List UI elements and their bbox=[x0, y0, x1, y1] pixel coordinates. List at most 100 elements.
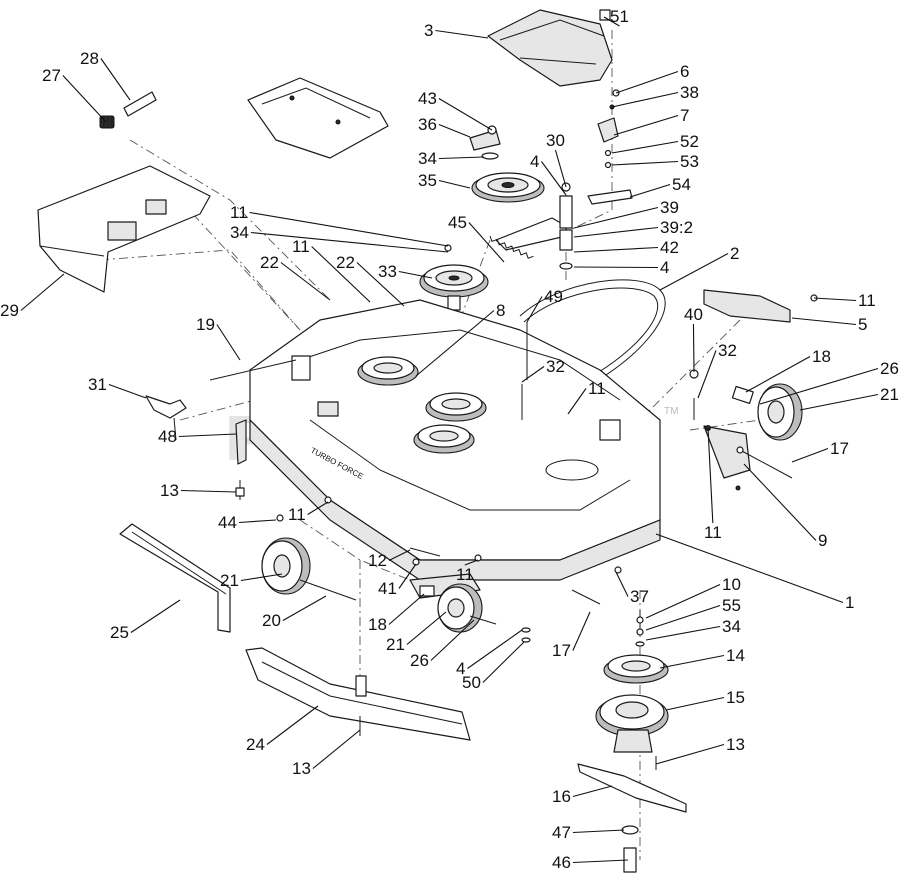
callout-c11a: 11 bbox=[230, 203, 449, 247]
callout-c9: 9 bbox=[743, 463, 827, 550]
callout-c21b: 21 bbox=[220, 571, 283, 590]
callout-label: 47 bbox=[552, 823, 571, 842]
callout-leader bbox=[611, 91, 679, 108]
callout-leader bbox=[430, 619, 475, 661]
callout-leader bbox=[799, 393, 879, 411]
callout-leader bbox=[249, 211, 449, 247]
callout-leader bbox=[615, 70, 679, 94]
callout-c16: 16 bbox=[552, 785, 613, 806]
callout-leader bbox=[521, 366, 545, 383]
callout-leader bbox=[62, 75, 107, 123]
callout-c49: 49 bbox=[526, 287, 563, 323]
callout-label: 43 bbox=[418, 89, 437, 108]
callout-leader bbox=[356, 262, 405, 307]
callout-c5: 5 bbox=[791, 315, 867, 334]
callout-leader bbox=[613, 114, 679, 136]
callout-leader bbox=[216, 324, 241, 361]
callout-label: 32 bbox=[546, 357, 565, 376]
callout-leader bbox=[435, 29, 489, 39]
callout-leader bbox=[645, 604, 721, 631]
callout-c46: 46 bbox=[552, 853, 629, 872]
callout-leader bbox=[280, 262, 331, 301]
callout-label: 40 bbox=[684, 305, 703, 324]
callout-leader bbox=[692, 323, 695, 373]
callout-label: 2 bbox=[730, 244, 739, 263]
callout-leader bbox=[438, 156, 485, 160]
idler-spring bbox=[489, 235, 534, 259]
callout-c21a: 21 bbox=[799, 385, 899, 411]
callout-leader bbox=[573, 266, 659, 269]
callout-leader bbox=[438, 98, 493, 131]
callout-label: 14 bbox=[726, 646, 745, 665]
callout-leader bbox=[311, 246, 371, 303]
callout-leader bbox=[759, 367, 879, 405]
callout-label: 11 bbox=[858, 291, 876, 310]
callout-label: 48 bbox=[158, 427, 177, 446]
callout-label: 42 bbox=[660, 238, 679, 257]
callout-label: 34 bbox=[418, 149, 437, 168]
callout-label: 13 bbox=[292, 759, 311, 778]
callout-label: 17 bbox=[830, 439, 849, 458]
callout-c13b: 13 bbox=[655, 735, 745, 765]
tensioner-hardware bbox=[587, 9, 633, 205]
callout-label: 16 bbox=[552, 787, 571, 806]
callout-c11b: 11 bbox=[292, 237, 371, 303]
callout-label: 34 bbox=[722, 617, 741, 636]
callout-label: 3 bbox=[424, 21, 433, 40]
callout-c19: 19 bbox=[196, 315, 241, 361]
callout-label: 13 bbox=[726, 735, 745, 754]
callout-leader bbox=[573, 226, 659, 238]
callout-label: 22 bbox=[336, 253, 355, 272]
callout-c8: 8 bbox=[415, 301, 505, 377]
callout-label: 11 bbox=[230, 203, 248, 222]
callout-c18b: 18 bbox=[368, 593, 425, 634]
callout-leader bbox=[603, 16, 620, 27]
callout-label: 21 bbox=[220, 571, 239, 590]
callout-label: 20 bbox=[262, 611, 281, 630]
callout-c30: 30 bbox=[546, 131, 567, 188]
callout-label: 25 bbox=[110, 623, 129, 642]
callout-c44: 44 bbox=[218, 513, 277, 532]
callout-leader bbox=[541, 161, 567, 196]
rods bbox=[209, 322, 528, 420]
belt-cover-right bbox=[487, 9, 613, 87]
callout-label: 17 bbox=[552, 641, 571, 660]
callout-label: 41 bbox=[378, 579, 397, 598]
callout-leader bbox=[611, 160, 679, 166]
callout-leader bbox=[464, 559, 479, 566]
callout-label: 51 bbox=[610, 7, 629, 26]
callout-c4a: 4 bbox=[573, 258, 669, 277]
callout-leader bbox=[659, 654, 725, 669]
callout-label: 39 bbox=[660, 198, 679, 217]
callout-leader bbox=[645, 625, 721, 641]
callout-label: 11 bbox=[292, 237, 310, 256]
callout-label: 4 bbox=[530, 152, 539, 171]
callout-c34a: 34 bbox=[418, 149, 485, 168]
callout-c33: 33 bbox=[378, 262, 433, 281]
callout-leader bbox=[312, 729, 361, 769]
callout-c32a: 32 bbox=[521, 357, 565, 383]
callout-label: 24 bbox=[246, 735, 265, 754]
callout-c11e: 11 bbox=[288, 501, 329, 524]
callout-label: 52 bbox=[680, 132, 699, 151]
spindle-pulley-left bbox=[419, 244, 489, 311]
deck-hardware-left bbox=[276, 496, 482, 566]
callout-label: 31 bbox=[88, 375, 107, 394]
callout-leader bbox=[655, 533, 844, 604]
callout-label: 6 bbox=[680, 62, 689, 81]
callout-leader bbox=[108, 383, 147, 399]
callout-leader bbox=[438, 123, 471, 138]
callout-c38: 38 bbox=[611, 83, 699, 108]
callout-leader bbox=[398, 563, 417, 589]
callout-c11d: 11 bbox=[813, 291, 876, 310]
callout-label: 50 bbox=[462, 673, 481, 692]
callout-leader bbox=[745, 356, 811, 393]
callout-leader bbox=[467, 629, 523, 669]
callout-c47: 47 bbox=[552, 823, 625, 842]
anti-scalp-wheel-left bbox=[261, 537, 357, 601]
callout-leader bbox=[388, 549, 411, 561]
callout-leader bbox=[707, 427, 714, 524]
callout-c28: 28 bbox=[80, 49, 131, 101]
callout-c25: 25 bbox=[110, 599, 181, 642]
